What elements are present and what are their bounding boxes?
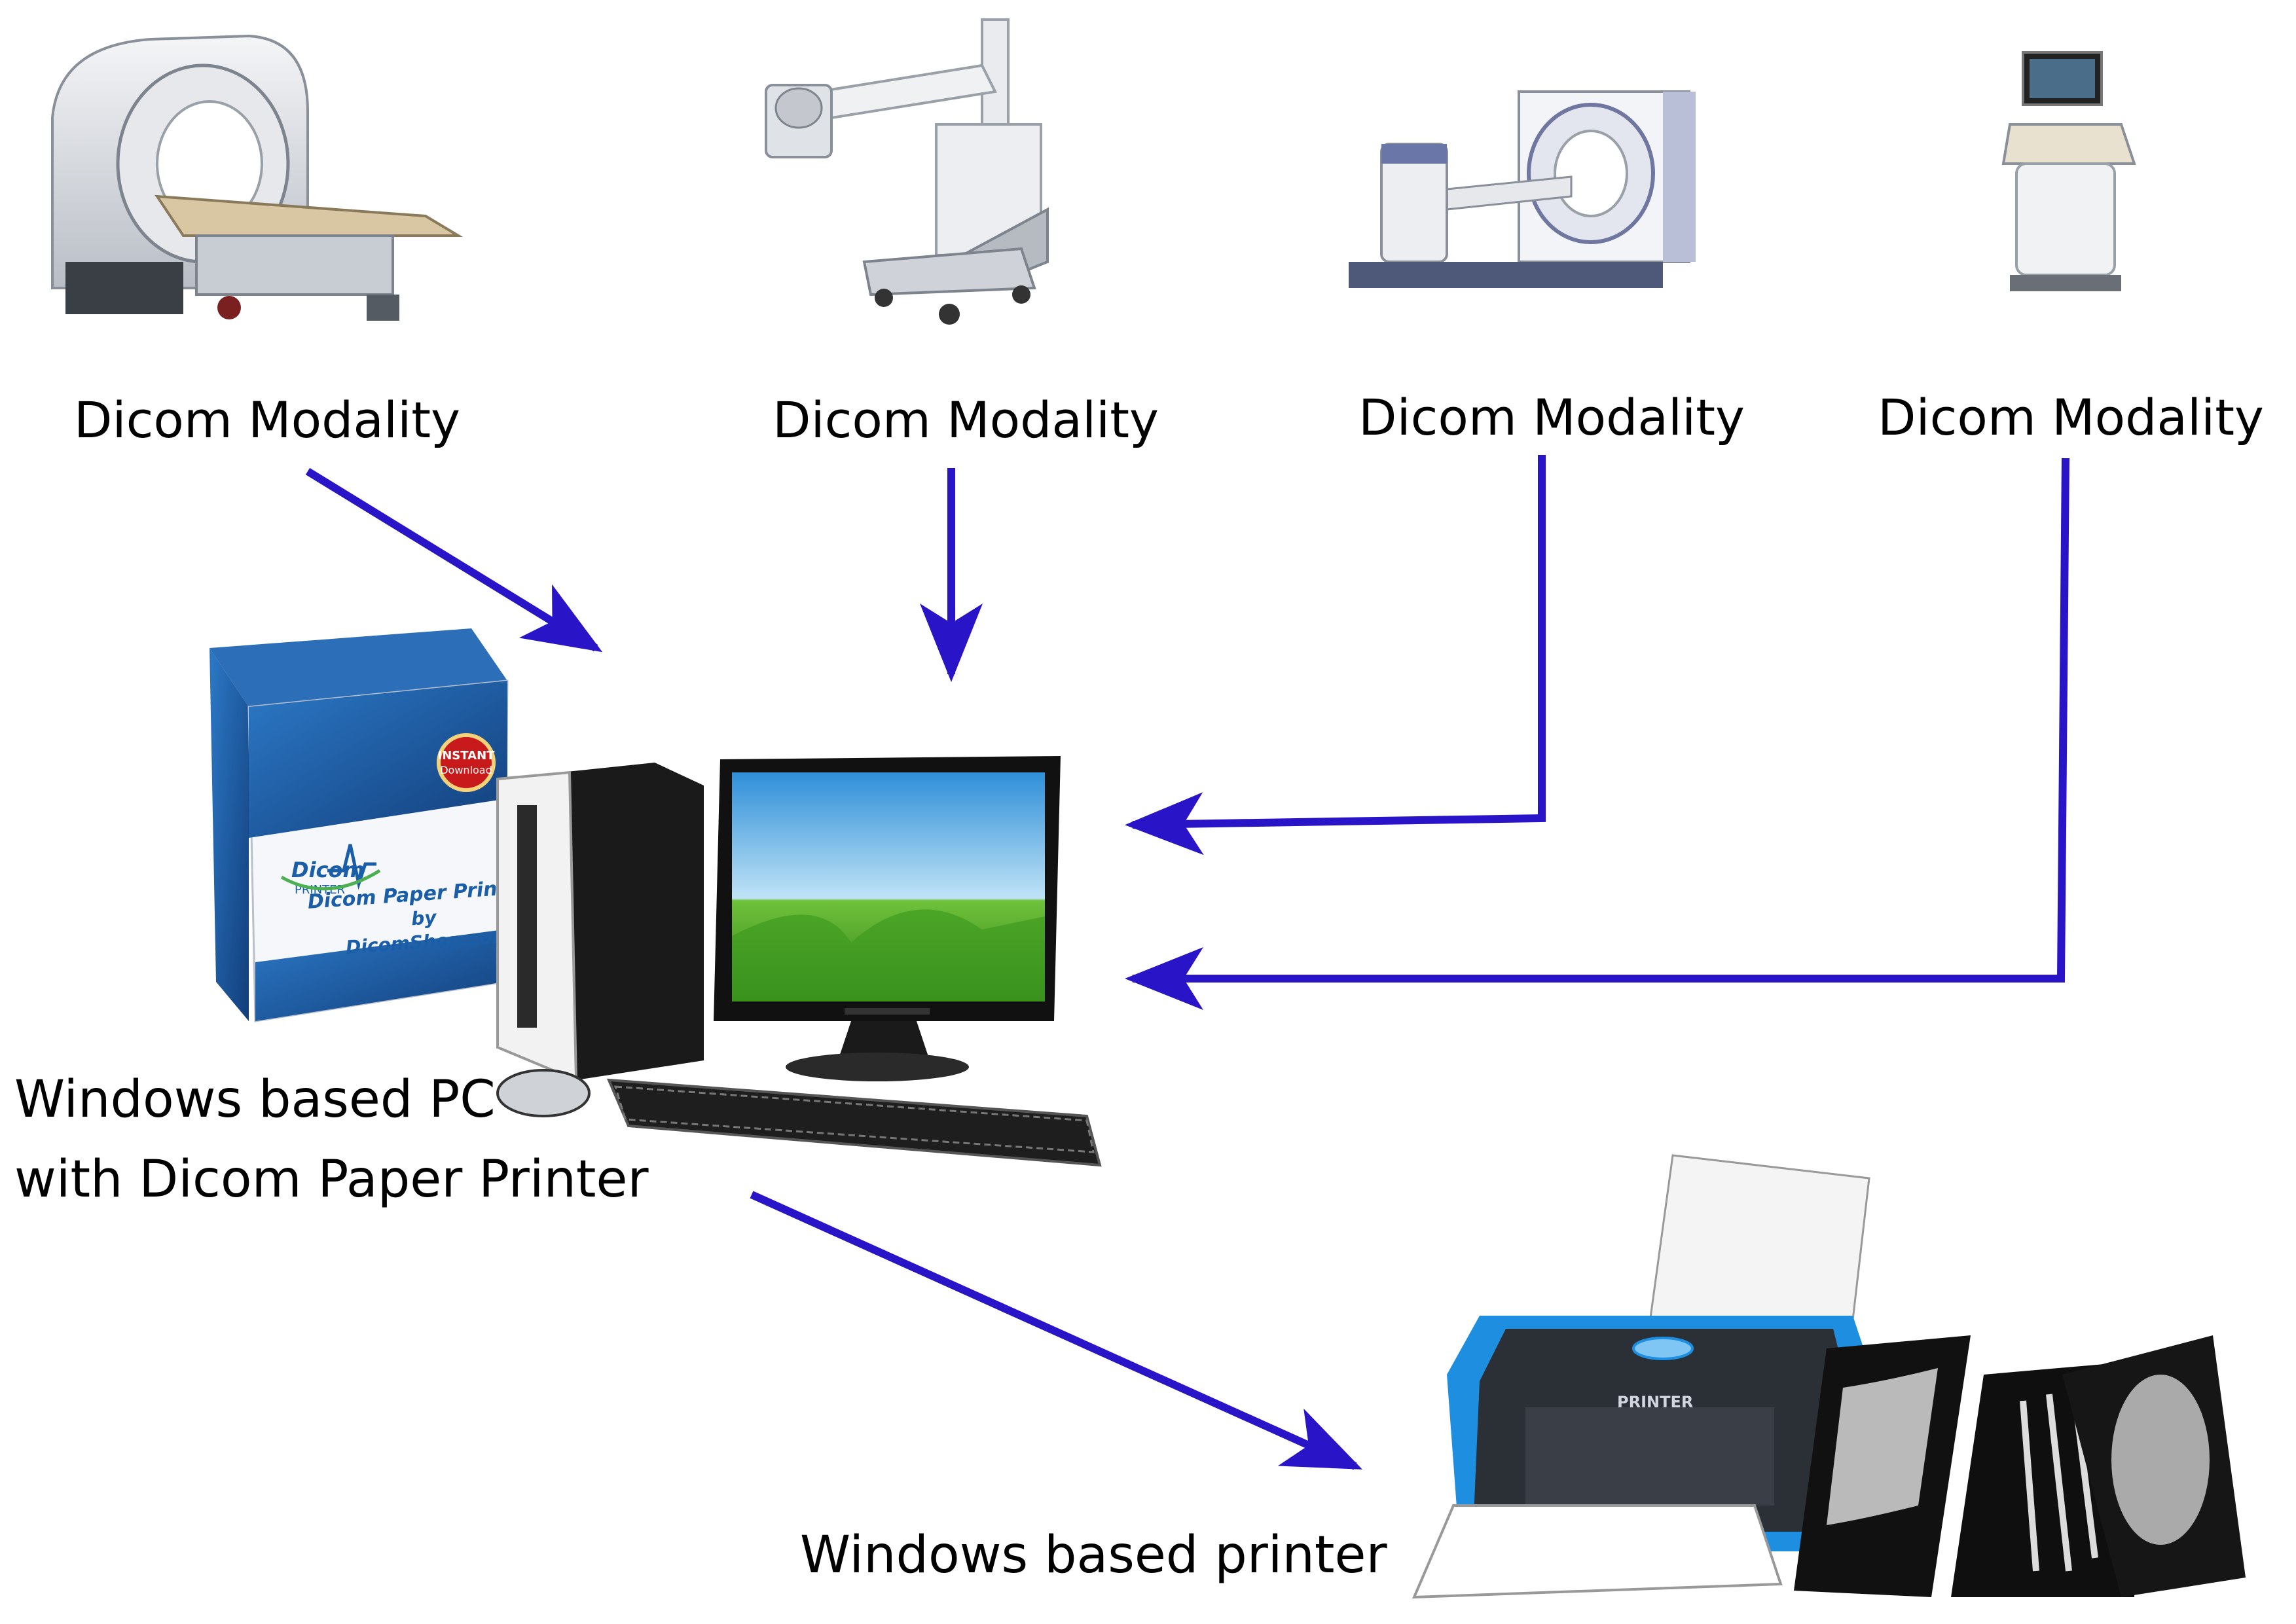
ct-scanner-icon (1329, 59, 1709, 334)
xray-films (1794, 1335, 2246, 1597)
seal-line1: INSTANT (438, 749, 496, 763)
printer-label: Windows based printer (800, 1526, 1387, 1585)
pc-label-line1: Windows based PC (14, 1070, 496, 1129)
arrow-pc-to-printer (750, 1191, 1362, 1470)
pc-label-line2: with Dicom Paper Printer (14, 1150, 649, 1209)
mobile-xray-icon (753, 13, 1080, 334)
modality-label-mri: Dicom Modality (74, 391, 460, 449)
box-by: by (410, 907, 438, 930)
modality-label-xray: Dicom Modality (773, 391, 1159, 449)
seal-line2: Download (440, 764, 492, 776)
printer-brand: PRINTER (1617, 1393, 1693, 1411)
arrow-ultrasound-to-pc (1125, 458, 2069, 1010)
ultrasound-machine-icon (1931, 46, 2206, 301)
modality-label-ct: Dicom Modality (1358, 388, 1745, 446)
connection-arrows (305, 455, 2069, 1470)
arrow-ct-to-pc (1125, 455, 1546, 856)
printer-icon: PRINTER (1412, 1154, 2246, 1599)
software-box-icon: INSTANT Download Dicom PRINTER Dicom Pap… (210, 628, 532, 1022)
mri-scanner-icon (39, 26, 465, 334)
modality-label-ultrasound: Dicom Modality (1878, 388, 2264, 446)
desktop-computer-icon (496, 756, 1102, 1167)
arrow-mri-to-pc (305, 467, 603, 653)
